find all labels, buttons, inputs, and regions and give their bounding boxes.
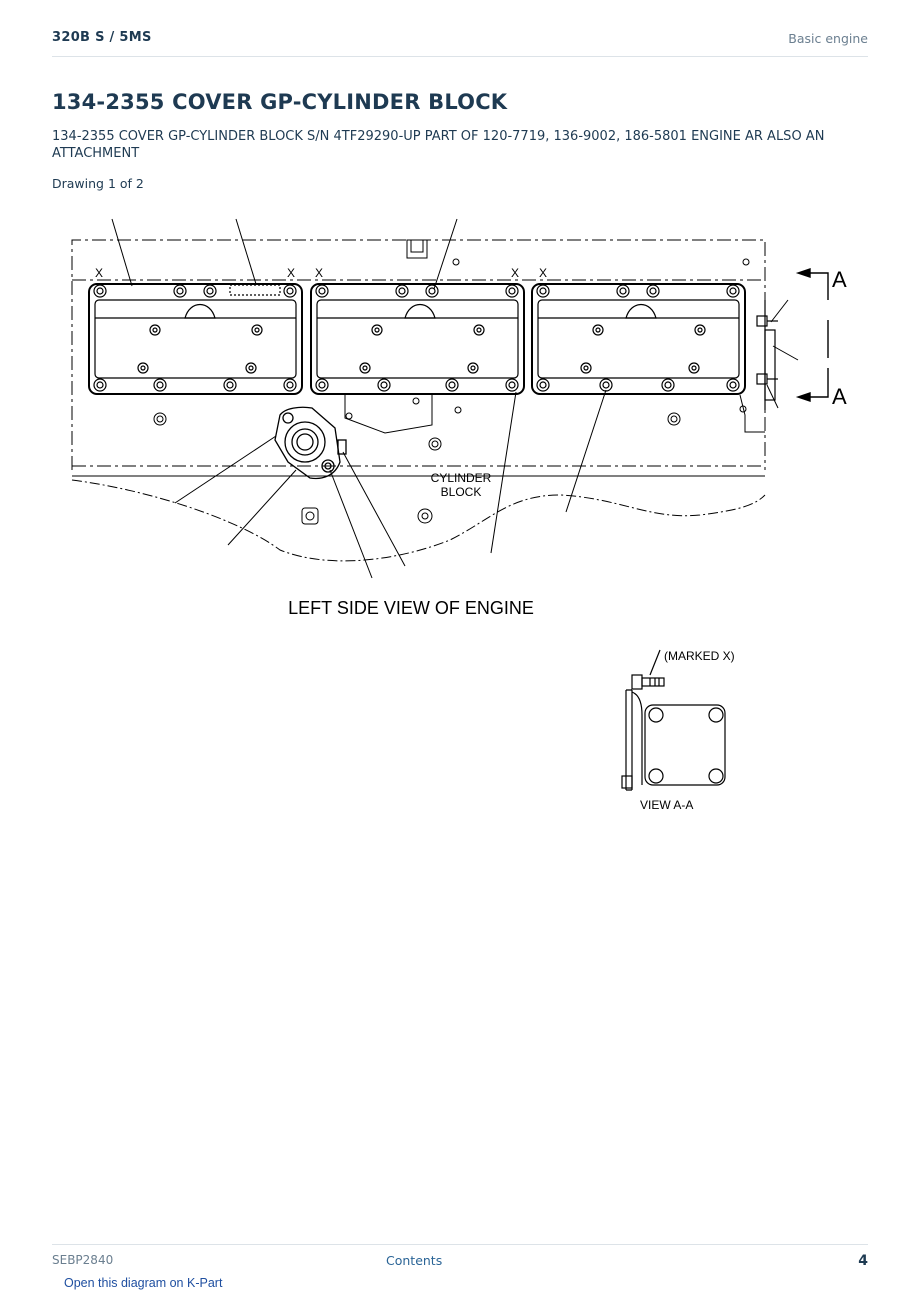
- x-mark: X: [287, 266, 295, 280]
- page-footer: SEBP2840 Contents 4: [52, 1244, 868, 1275]
- section-marker-label-bottom: A: [832, 384, 847, 409]
- section-name: Basic engine: [788, 31, 868, 46]
- machine-model: 320B S / 5MS: [52, 30, 152, 45]
- cylinder-block-label: BLOCK: [441, 485, 482, 499]
- section-marker: [795, 268, 829, 402]
- block-bolt-holes: [153, 258, 750, 525]
- section-marker-label-top: A: [832, 267, 847, 292]
- kpart-link[interactable]: Open this diagram on K-Part: [64, 1276, 223, 1290]
- view-caption: LEFT SIDE VIEW OF ENGINE: [288, 598, 534, 618]
- part-description: 134-2355 COVER GP-CYLINDER BLOCK S/N 4TF…: [52, 129, 825, 161]
- valve-cover-3: [531, 283, 746, 395]
- view-a-a-detail: [621, 649, 726, 791]
- parts-diagram: X X X X X A A CYLINDER BLOCK LEFT SIDE V…: [71, 218, 847, 812]
- x-mark: X: [511, 266, 519, 280]
- valve-cover-1: [88, 283, 303, 395]
- marked-x-label: (MARKED X): [664, 649, 735, 663]
- x-mark: X: [315, 266, 323, 280]
- leader-lines: [111, 218, 799, 579]
- view-a-a-label: VIEW A-A: [640, 798, 693, 812]
- page-number: 4: [858, 1253, 868, 1269]
- cylinder-block-label: CYLINDER: [431, 471, 492, 485]
- x-marks: X X X X X: [95, 266, 547, 280]
- x-mark: X: [539, 266, 547, 280]
- cover-plate-assembly: [274, 406, 347, 480]
- valve-cover-2: [310, 283, 525, 395]
- side-bracket: [756, 300, 778, 410]
- drawing-counter: Drawing 1 of 2: [52, 176, 144, 191]
- page-header: 320B S / 5MS Basic engine: [52, 28, 868, 57]
- x-mark: X: [95, 266, 103, 280]
- contents-link[interactable]: Contents: [386, 1253, 443, 1268]
- page-title: 134-2355 COVER GP-CYLINDER BLOCK: [52, 90, 508, 114]
- document-code: SEBP2840: [52, 1253, 114, 1267]
